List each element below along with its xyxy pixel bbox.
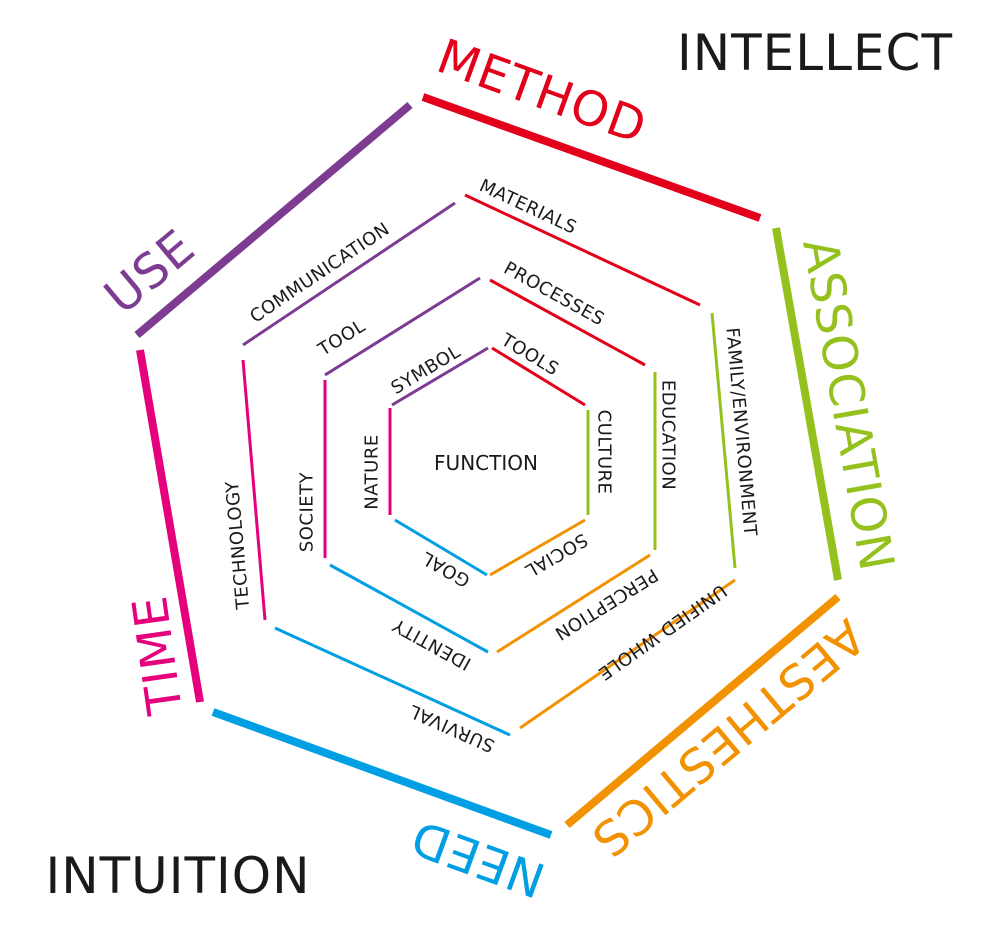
ring4-segment-blue (394, 518, 488, 577)
ring3-segment-red (489, 278, 646, 367)
ring3-label-education: EDUCATION (658, 380, 679, 490)
outer-segment-magenta (136, 349, 204, 703)
ring2-segment-orange (519, 578, 736, 730)
hexagon-segments (134, 93, 842, 839)
ring2-segment-green (710, 312, 737, 569)
outer-segment-red (421, 93, 762, 222)
outer-segment-purple (134, 101, 413, 339)
center-label-function: FUNCTION (434, 451, 538, 475)
corner-label-intellect: INTELLECT (677, 24, 953, 82)
ring4-label-nature: NATURE (362, 434, 383, 509)
ring2-label-communication: COMMUNICATION (246, 219, 393, 328)
ring2-label-technology: TECHNOLOGY (222, 479, 254, 611)
ring4-segment-red (491, 346, 586, 407)
outer-segment-orange (564, 593, 841, 829)
ring2-label-family-environment: FAMILY/ENVIRONMENT (721, 327, 760, 538)
ring3-segment-blue (329, 563, 489, 654)
ring4-segment-orange (489, 518, 586, 577)
outer-segment-green (772, 227, 842, 581)
ring2-segment-purple (242, 201, 456, 347)
outer-label-use: USE (94, 219, 206, 325)
ring2-segment-red (464, 193, 701, 307)
outer-segment-blue (211, 708, 553, 839)
ring3-segment-orange (496, 553, 651, 654)
ring2-segment-blue (274, 626, 511, 737)
ring4-segment-purple (391, 346, 489, 407)
ring3-label-society: SOCIETY (297, 471, 318, 552)
corner-label-intuition: INTUITION (45, 847, 310, 905)
ring2-segment-magenta (241, 359, 267, 621)
ring4-label-culture: CULTURE (594, 410, 615, 495)
ring3-segment-purple (324, 276, 481, 377)
ring4-label-goal: GOAL (418, 547, 474, 591)
